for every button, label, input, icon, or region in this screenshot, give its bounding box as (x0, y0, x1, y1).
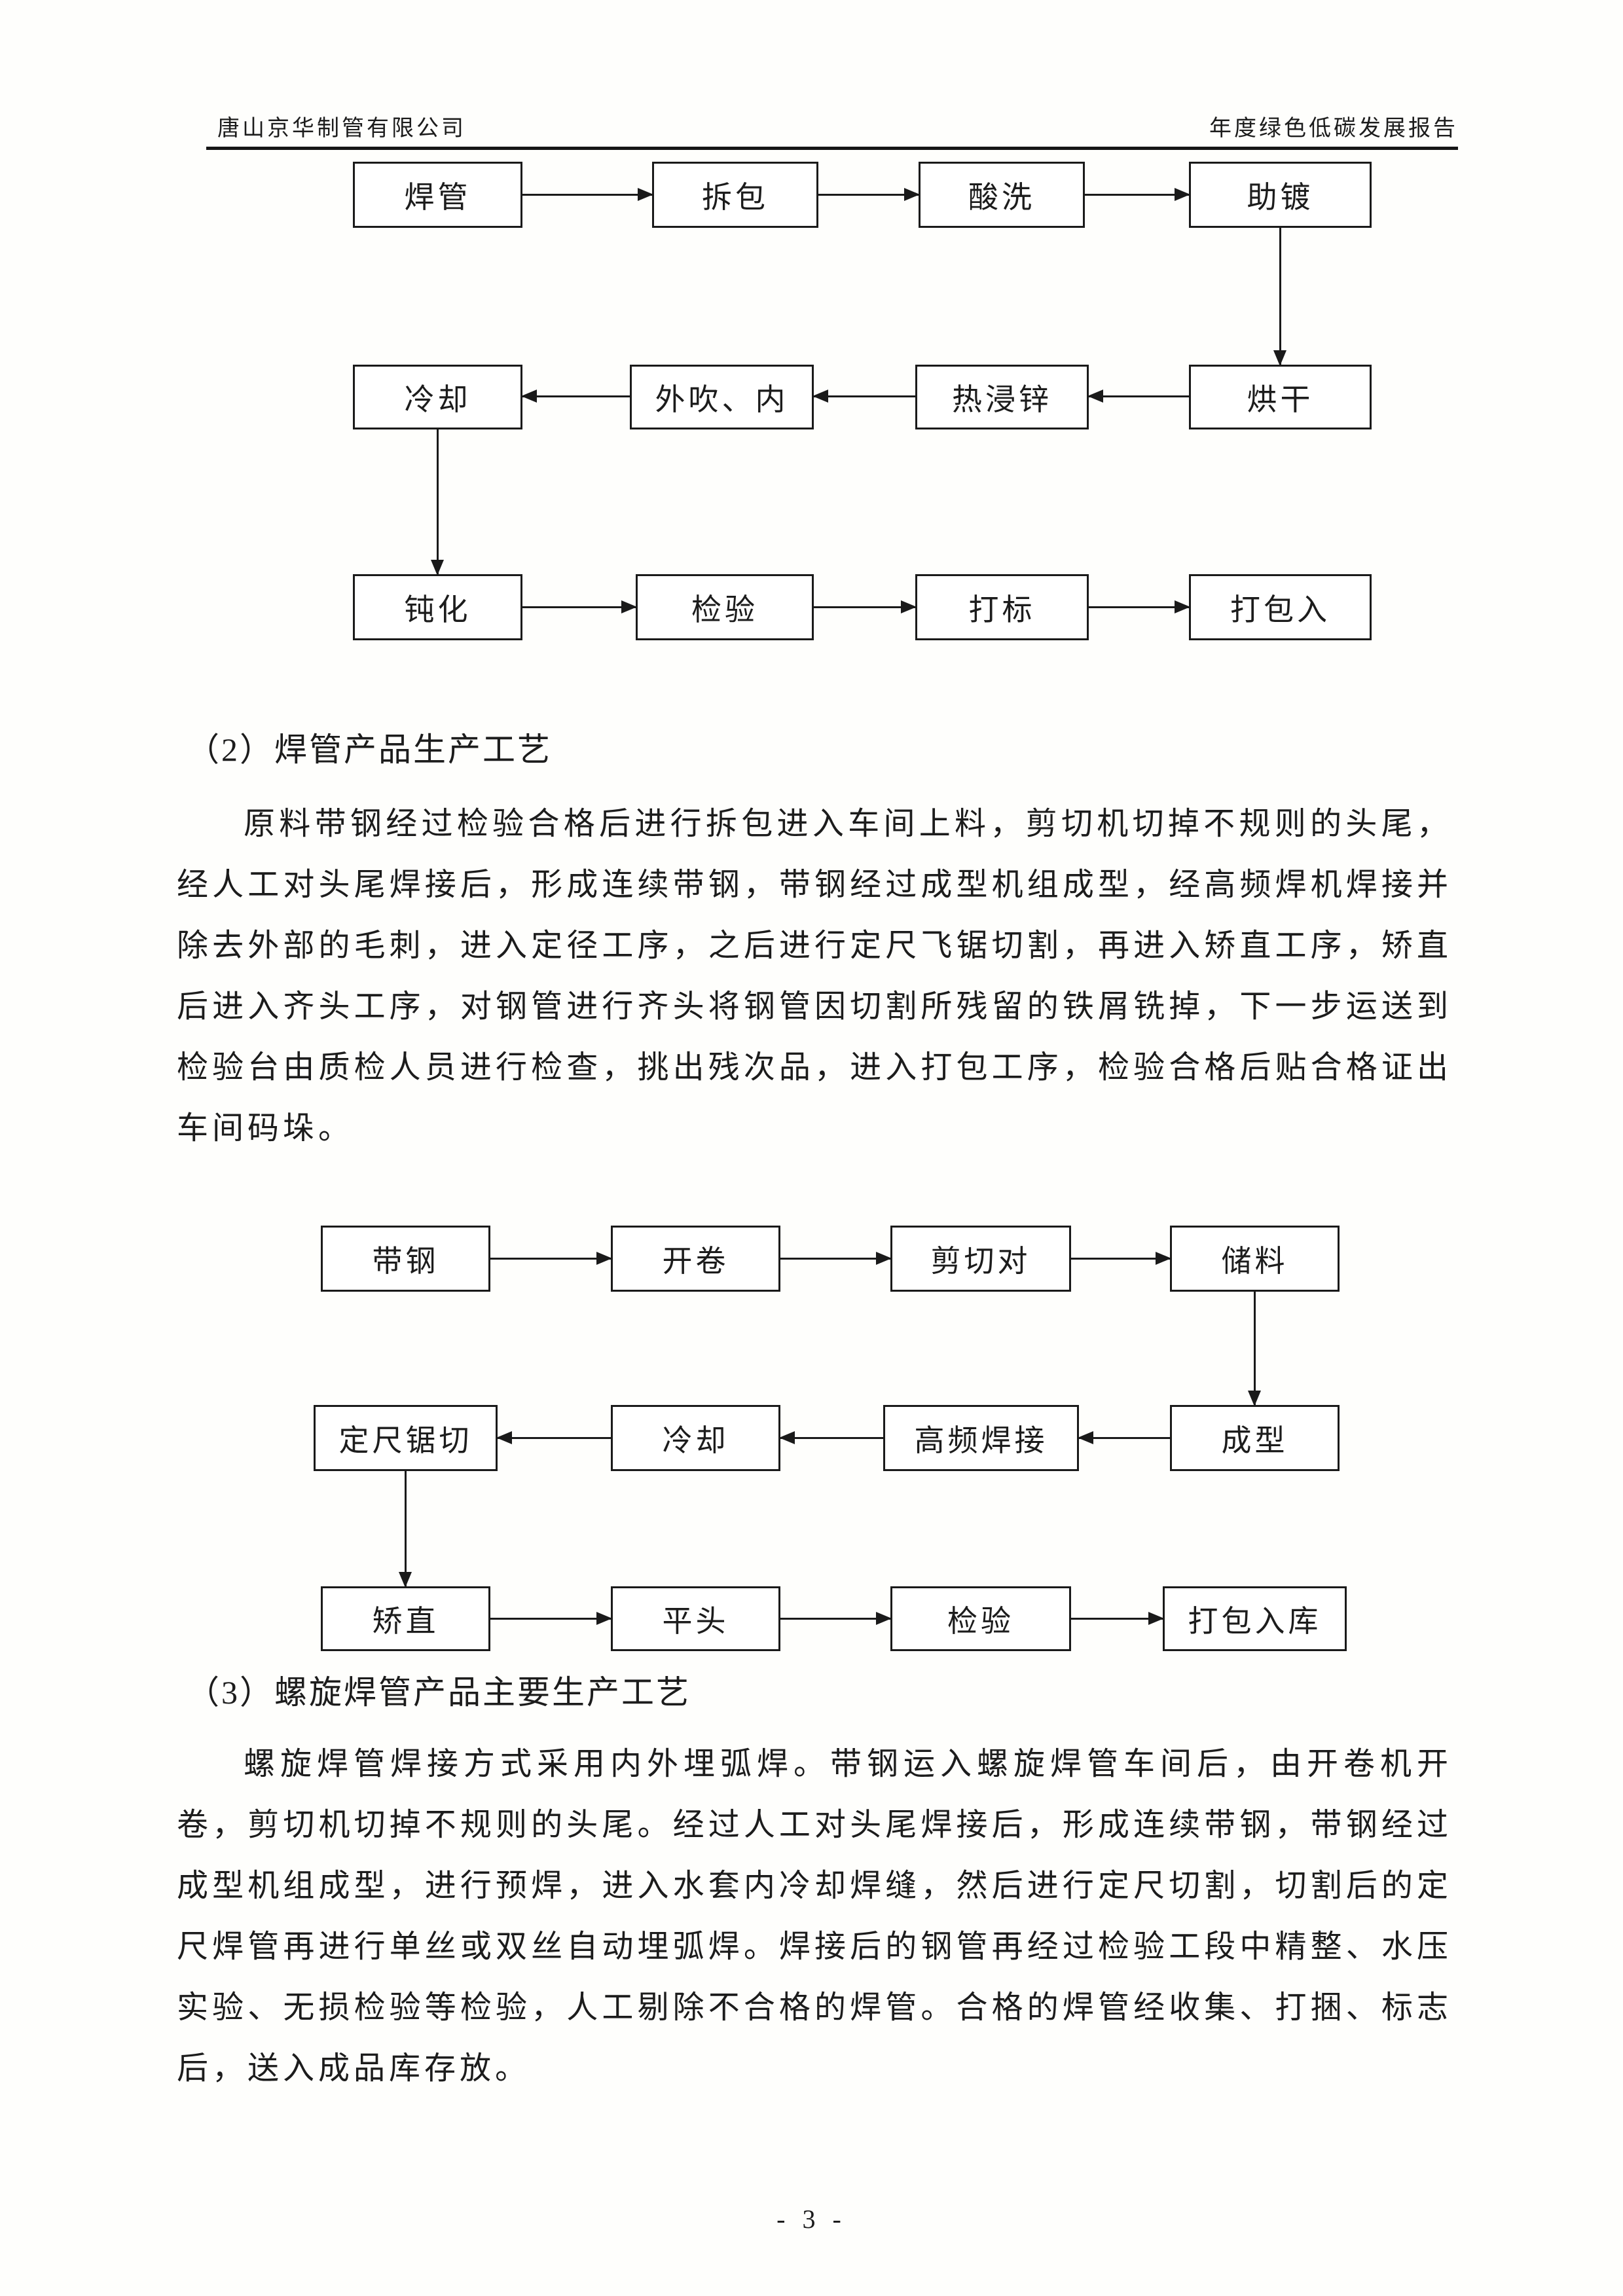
flow-box: 打包入 (1189, 574, 1372, 640)
arrow-left-icon (779, 1431, 883, 1444)
flow-box: 成型 (1170, 1405, 1340, 1471)
header-rule (206, 147, 1458, 150)
section-3-paragraph: 螺旋焊管焊接方式采用内外埋弧焊。带钢运入螺旋焊管车间后，由开卷机开卷，剪切机切掉… (177, 1747, 1452, 2086)
arrow-right-icon (780, 1252, 892, 1265)
flow-box: 检验 (636, 574, 814, 640)
flow-box: 高频焊接 (883, 1405, 1079, 1471)
flow-box: 热浸锌 (915, 365, 1089, 429)
header-report-title: 年度绿色低碳发展报告 (1209, 117, 1458, 141)
flow-box: 酸洗 (919, 162, 1085, 228)
arrow-right-icon (522, 600, 637, 613)
flow-box: 开卷 (611, 1226, 780, 1292)
flow-box: 剪切对 (890, 1226, 1071, 1292)
header-company: 唐山京华制管有限公司 (217, 117, 466, 141)
arrow-down-icon (431, 429, 444, 575)
flow-box: 打标 (915, 574, 1089, 640)
arrow-right-icon (1071, 1252, 1171, 1265)
arrow-right-icon (490, 1252, 612, 1265)
arrow-left-icon (812, 390, 915, 403)
flow-box: 检验 (890, 1586, 1071, 1651)
flow-box: 打包入库 (1163, 1586, 1347, 1651)
flow-box: 储料 (1170, 1226, 1340, 1292)
arrow-down-icon (399, 1471, 412, 1588)
arrow-right-icon (818, 188, 920, 201)
arrow-right-icon (490, 1612, 612, 1625)
arrow-right-icon (1071, 1612, 1164, 1625)
arrow-right-icon (1085, 188, 1190, 201)
flow-box: 焊管 (353, 162, 522, 228)
arrow-right-icon (1089, 600, 1190, 613)
flow-box: 带钢 (321, 1226, 490, 1292)
arrow-left-icon (1078, 1431, 1170, 1444)
arrow-left-icon (521, 390, 630, 403)
arrow-down-icon (1273, 228, 1286, 366)
flow-box: 烘干 (1189, 365, 1372, 429)
flow-box: 矫直 (321, 1586, 490, 1651)
arrow-left-icon (1087, 390, 1189, 403)
arrow-down-icon (1248, 1292, 1261, 1406)
flow-box: 外吹、内 (630, 365, 814, 429)
flow-box: 助镀 (1189, 162, 1372, 228)
flow-box: 钝化 (353, 574, 522, 640)
section-3-heading: （3）螺旋焊管产品主要生产工艺 (187, 1674, 691, 1711)
arrow-right-icon (780, 1612, 892, 1625)
flow-box: 冷却 (611, 1405, 780, 1471)
arrow-right-icon (522, 188, 653, 201)
section-2-paragraph: 原料带钢经过检验合格后进行拆包进入车间上料，剪切机切掉不规则的头尾，经人工对头尾… (177, 807, 1452, 1146)
arrow-left-icon (496, 1431, 611, 1444)
flow-box: 冷却 (353, 365, 522, 429)
arrow-right-icon (814, 600, 917, 613)
flow-box: 拆包 (652, 162, 818, 228)
page-number: - 3 - (776, 2204, 847, 2234)
flow-box: 定尺锯切 (314, 1405, 498, 1471)
flow-box: 平头 (611, 1586, 780, 1651)
section-2-heading: （2）焊管产品生产工艺 (187, 731, 552, 768)
